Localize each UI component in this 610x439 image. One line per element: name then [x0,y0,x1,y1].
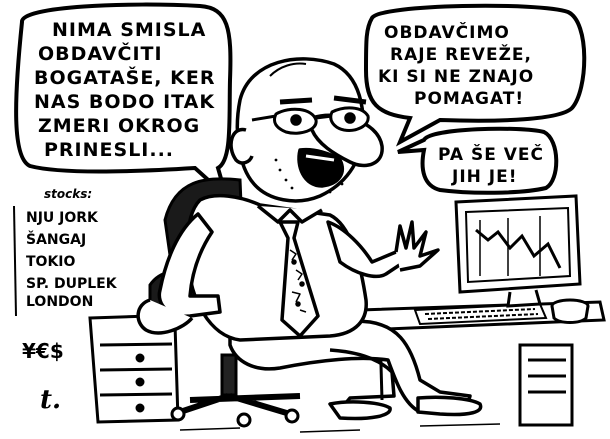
bubble-left-line-4: NAS BODO ITAK [34,91,215,113]
svg-text:PA ŠE VEČ JIH JE!: PA ŠE VEČ JIH JE! [438,143,551,187]
bubble-small-line-1: PA ŠE VEČ [438,143,544,165]
stocks-board: stocks: NJU JORK ŠANGAJ TOKIO SP. DUPLEK… [13,187,121,317]
bubble-right-line-3: KI SI NE ZNAJO [378,67,534,87]
stock-item: NJU JORK [26,210,99,226]
speech-bubble-left: NIMA SMISLA OBDAVČITI BOGATAŠE, KER NAS … [14,2,233,203]
svg-text:NJU JORK ŠANGAJ TO: NJU JORK ŠANGAJ TOKIO SP. DUPLEK LONDON [26,210,121,310]
bubble-right-line-4: POMAGAT! [414,89,524,109]
coffee-mug [550,298,590,324]
businessman-figure [136,57,483,421]
bubble-small-line-2: JIH JE! [451,167,518,187]
stock-item: TOKIO [26,254,76,270]
bubble-left-line-5: ZMERI OKROG [38,115,200,137]
speech-bubble-right-small: PA ŠE VEČ JIH JE! [397,126,559,195]
bubble-left-line-3: BOGATAŠE, KER [34,65,215,89]
bubble-right-line-1: OBDAVČIMO [384,21,510,43]
bubble-left-line-2: OBDAVČITI [38,41,163,65]
bubble-left-line-6: PRINESLI... [44,139,174,161]
artist-signature: t. [40,385,61,415]
keyboard [413,302,548,326]
bubble-right-line-2: RAJE REVEŽE, [390,43,532,65]
computer-monitor [454,194,582,308]
floor-hatching [179,423,501,433]
currency-symbols: ¥€$ [22,339,64,363]
svg-text:NIMA SMISLA OBDAVČITI: NIMA SMISLA OBDAVČITI BOGATAŠE, KER NAS … [34,19,223,161]
svg-text:OBDAVČIMO RAJE REVEŽE,: OBDAVČIMO RAJE REVEŽE, KI SI NE ZNAJO PO… [378,21,541,109]
stock-item: ŠANGAJ [26,230,86,248]
stocks-header: stocks: [44,187,92,201]
speech-bubble-right-top: OBDAVČIMO RAJE REVEŽE, KI SI NE ZNAJO PO… [363,3,587,147]
stock-item: LONDON [26,294,93,310]
bubble-left-line-1: NIMA SMISLA [52,19,206,41]
stock-item: SP. DUPLEK [26,276,118,292]
